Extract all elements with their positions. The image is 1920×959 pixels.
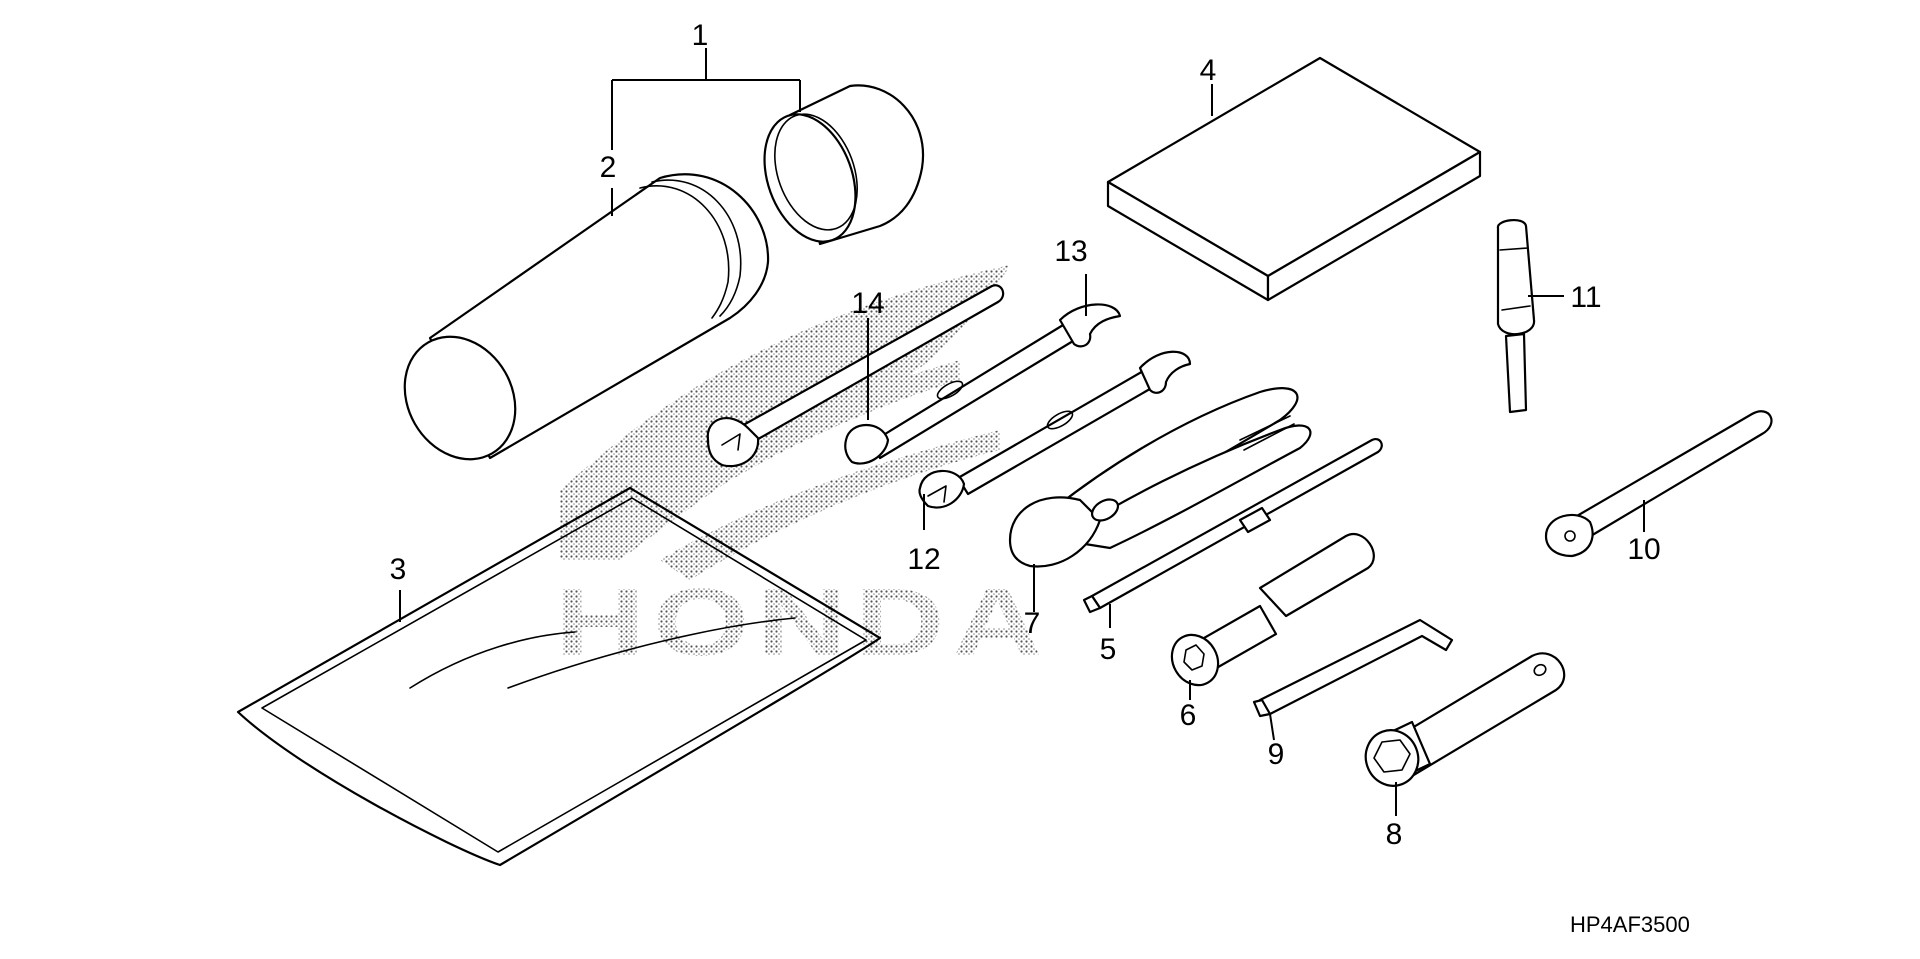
spark-plug-wrench — [1364, 652, 1566, 787]
callout-7: 7 — [1024, 607, 1041, 640]
leader-lines — [399, 48, 1645, 816]
callout-8: 8 — [1386, 818, 1403, 851]
callout-numbers: 1 2 3 4 5 6 7 8 9 10 11 12 13 14 — [390, 19, 1661, 851]
callout-14: 14 — [851, 287, 884, 320]
callout-11: 11 — [1570, 281, 1601, 314]
valve-tool — [1496, 219, 1536, 414]
callout-1: 1 — [692, 19, 709, 52]
callout-9: 9 — [1268, 738, 1285, 771]
screwdriver — [1082, 438, 1383, 614]
wing-stripe-1 — [610, 360, 960, 540]
honda-watermark-text: HONDA — [555, 569, 1050, 676]
callout-6: 6 — [1180, 699, 1197, 732]
callout-12: 12 — [907, 543, 940, 576]
wrench-14 — [706, 284, 1005, 468]
wrench-13 — [844, 303, 1122, 465]
callout-3: 3 — [390, 553, 407, 586]
tool-case-cap — [763, 84, 925, 246]
pliers — [1008, 387, 1312, 568]
tool-bag — [236, 486, 882, 867]
callout-5: 5 — [1100, 633, 1117, 666]
callout-13: 13 — [1054, 235, 1087, 268]
wing-stripe-2 — [660, 430, 1000, 580]
socket-driver — [1170, 532, 1375, 687]
diagram-code: HP4AF3500 — [1570, 912, 1690, 937]
callout-4: 4 — [1200, 54, 1217, 87]
callout-2: 2 — [600, 151, 617, 184]
hex-key — [1252, 618, 1454, 718]
tool-case — [403, 173, 770, 461]
wrench-12 — [918, 350, 1192, 509]
callout-10: 10 — [1627, 533, 1660, 566]
owners-manual — [1106, 56, 1482, 302]
wrench-10 — [1544, 410, 1773, 558]
